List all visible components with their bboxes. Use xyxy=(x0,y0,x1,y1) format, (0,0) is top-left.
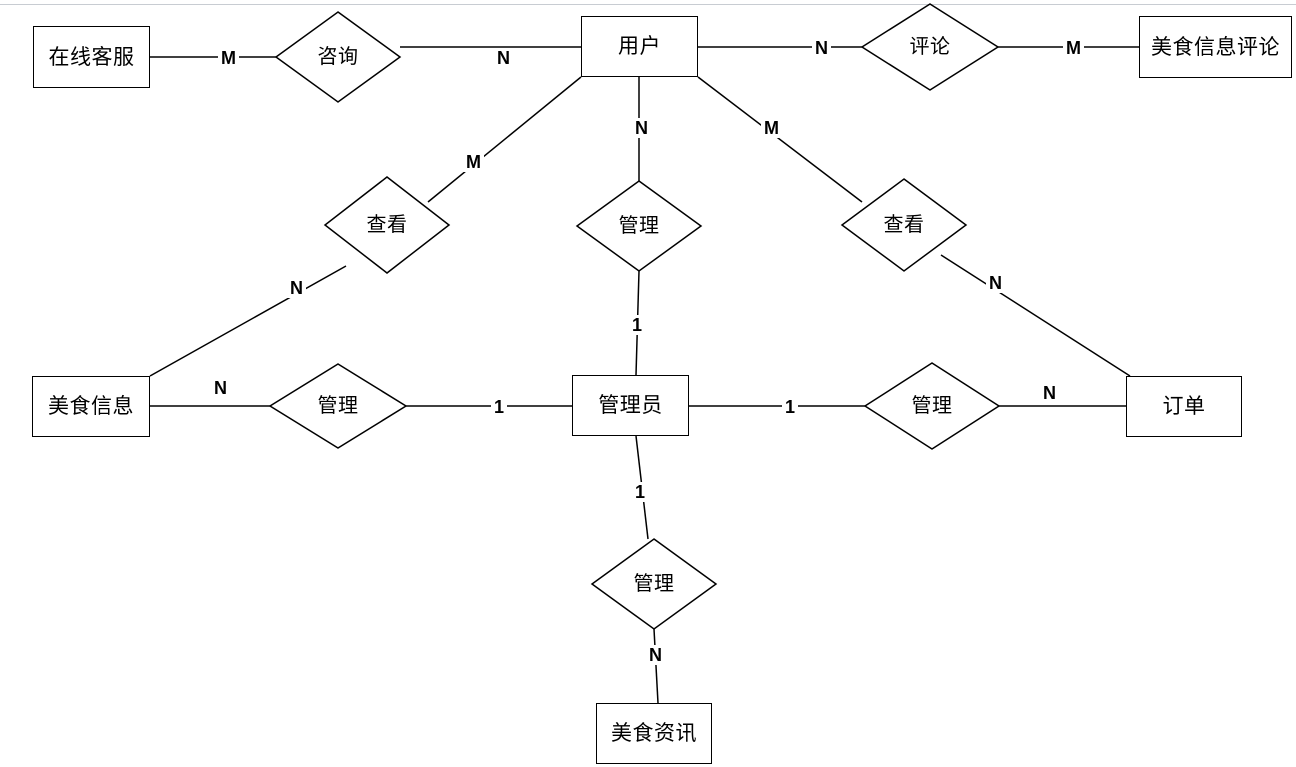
entity-box-guanliyuan[interactable]: 管理员 xyxy=(572,375,689,436)
relationship-r-zixun[interactable]: 咨询 xyxy=(276,12,400,102)
relationship-label: 评论 xyxy=(909,36,951,58)
entity-box-meishi[interactable]: 美食信息 xyxy=(32,376,150,437)
cardinality-label-yonghu-chakan-right: M xyxy=(761,118,782,138)
entity-label: 管理员 xyxy=(598,393,663,417)
relationship-diamond-r-zixun[interactable] xyxy=(274,11,402,103)
cardinality-label-admin-guanli-right: 1 xyxy=(782,397,799,417)
relationship-r-chakan-right[interactable]: 查看 xyxy=(842,179,966,271)
relationship-r-guanli-right[interactable]: 管理 xyxy=(865,363,999,449)
cardinality-label-admin-guanli-bot: 1 xyxy=(632,482,649,502)
relationship-diamond-r-guanli-right[interactable] xyxy=(863,362,1001,450)
relationship-label: 管理 xyxy=(317,395,359,417)
cardinality-label-guanli-right-dingdan: N xyxy=(1040,383,1059,403)
relationship-r-guanli-bot[interactable]: 管理 xyxy=(592,539,716,629)
entity-label: 美食信息 xyxy=(48,394,134,418)
connector-line xyxy=(653,628,659,704)
cardinality-label-yonghu-guanli-top: N xyxy=(632,118,651,138)
cardinality-label-chakan-right-dingdan: N xyxy=(986,273,1005,293)
cardinality-label-guanli-top-admin: 1 xyxy=(629,315,646,335)
relationship-diamond-r-guanli-left[interactable] xyxy=(268,363,408,449)
cardinality-label-yonghu-pinglun-rel: N xyxy=(812,38,831,58)
connector-line xyxy=(940,254,1131,377)
cardinality-label-meishi-guanli-left: N xyxy=(211,378,230,398)
relationship-label: 管理 xyxy=(633,573,675,595)
relationship-label: 管理 xyxy=(618,215,660,237)
cardinality-label-guanli-bot-zixun: N xyxy=(646,645,665,665)
entity-label: 用户 xyxy=(618,34,661,58)
relationship-r-guanli-left[interactable]: 管理 xyxy=(270,364,406,448)
entity-label: 在线客服 xyxy=(48,44,135,69)
connector-line xyxy=(149,265,347,377)
relationship-diamond-r-chakan-right[interactable] xyxy=(840,178,968,272)
entity-box-yonghu[interactable]: 用户 xyxy=(581,16,698,77)
entity-label: 美食资讯 xyxy=(611,721,697,745)
relationship-r-pinglun[interactable]: 评论 xyxy=(862,4,998,90)
relationship-label: 查看 xyxy=(883,214,925,236)
cardinality-label-kefu-zixun: M xyxy=(218,48,239,68)
relationship-diamond-r-guanli-top[interactable] xyxy=(575,180,703,272)
relationship-diamond-r-guanli-bot[interactable] xyxy=(590,538,718,630)
relationship-label: 咨询 xyxy=(317,46,359,68)
connector-line xyxy=(427,76,582,203)
relationship-label: 管理 xyxy=(911,395,953,417)
window-top-divider xyxy=(0,0,1296,5)
relationship-diamond-r-pinglun[interactable] xyxy=(860,3,1000,91)
entity-box-dingdan[interactable]: 订单 xyxy=(1126,376,1242,437)
entity-box-pinglun[interactable]: 美食信息评论 xyxy=(1139,16,1292,78)
entity-label: 订单 xyxy=(1162,394,1206,418)
relationship-diamond-r-chakan-left[interactable] xyxy=(323,176,451,274)
cardinality-label-pinglun-rel-entity: M xyxy=(1063,38,1084,58)
cardinality-label-guanli-left-admin: 1 xyxy=(491,397,508,417)
entity-box-kefu[interactable]: 在线客服 xyxy=(33,26,150,88)
relationship-r-chakan-left[interactable]: 查看 xyxy=(325,177,449,273)
relationship-r-guanli-top[interactable]: 管理 xyxy=(577,181,701,271)
relationship-label: 查看 xyxy=(366,214,408,236)
entity-box-zixun[interactable]: 美食资讯 xyxy=(596,703,712,764)
entity-label: 美食信息评论 xyxy=(1151,34,1280,59)
connector-line xyxy=(697,76,863,203)
cardinality-label-zixun-yonghu: N xyxy=(494,48,513,68)
cardinality-label-yonghu-chakan-left: M xyxy=(463,152,484,172)
cardinality-label-chakan-left-meishi: N xyxy=(287,278,306,298)
